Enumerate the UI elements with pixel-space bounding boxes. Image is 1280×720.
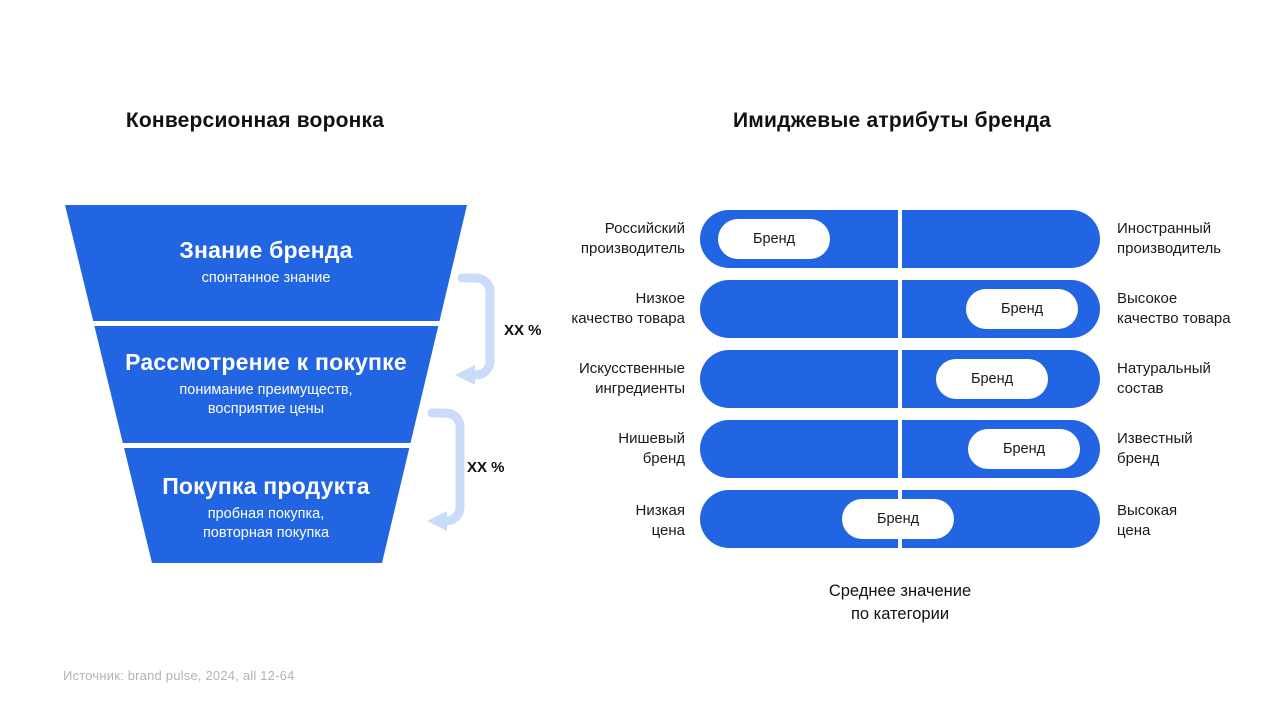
attribute-label-left: Искусственные ингредиенты: [578, 360, 685, 397]
conversion-rate-label-1: XX %: [504, 322, 542, 339]
brand-marker-pill: Бренд: [966, 289, 1078, 329]
attribute-label-left: Нишевый бренд: [618, 430, 685, 467]
bar-midpoint-divider: [898, 350, 902, 408]
attribute-label-left: Российский производитель: [580, 220, 685, 257]
attribute-bar-row: Бренд: [700, 420, 1100, 478]
attribute-bar-row: Бренд: [700, 490, 1100, 548]
funnel-section-title: Конверсионная воронка: [125, 109, 385, 132]
category-average-caption: Среднее значение по категории: [828, 582, 972, 623]
brand-marker-pill: Бренд: [968, 429, 1080, 469]
attribute-label-left: Низкая цена: [635, 502, 685, 539]
conversion-rate-label-2: XX %: [467, 459, 505, 476]
attribute-bar-row: Бренд: [700, 280, 1100, 338]
attribute-label-right: Высокая цена: [1117, 502, 1178, 539]
conversion-arrow-1-head-icon: [455, 365, 475, 385]
brand-marker-pill: Бренд: [842, 499, 954, 539]
funnel-stage-3-shape: [124, 448, 410, 563]
source-note: Источник: brand pulse, 2024, all 12-64: [63, 668, 295, 683]
attribute-label-right: Известный бренд: [1117, 430, 1193, 467]
funnel-stage-2-subtitle: понимание преимуществ, восприятие цены: [179, 382, 353, 417]
funnel-stage-1-title: Знание бренда: [179, 237, 353, 263]
funnel-stage-2-title: Рассмотрение к покупке: [125, 349, 407, 375]
funnel-stage-1-text: Знание бренда спонтанное знание: [116, 236, 416, 288]
attributes-section-title: Имиджевые атрибуты бренда: [732, 109, 1052, 132]
funnel-stage-3-subtitle: пробная покупка, повторная покупка: [202, 506, 330, 541]
brand-marker-pill: Бренд: [936, 359, 1048, 399]
attribute-label-right: Натуральный состав: [1117, 360, 1211, 397]
funnel-stage-3-title: Покупка продукта: [162, 473, 370, 499]
attribute-bar-row: Бренд: [700, 350, 1100, 408]
attribute-label-right: Высокое качество товара: [1117, 290, 1231, 327]
conversion-arrow-2-head-icon: [427, 511, 447, 531]
attribute-bars: Бренд Бренд Бренд Бренд Бренд: [700, 210, 1100, 560]
bar-midpoint-divider: [898, 280, 902, 338]
attribute-bar-row: Бренд: [700, 210, 1100, 268]
bar-midpoint-divider: [898, 210, 902, 268]
brand-marker-pill: Бренд: [718, 219, 830, 259]
bar-midpoint-divider: [898, 420, 902, 478]
attribute-label-right: Иностранный производитель: [1117, 220, 1222, 257]
funnel-stage-3-text: Покупка продукта пробная покупка, повтор…: [116, 472, 416, 543]
conversion-arrow-1: [457, 273, 495, 380]
conversion-arrow-2: [427, 408, 465, 526]
funnel-stage-2-text: Рассмотрение к покупке понимание преимущ…: [116, 348, 416, 419]
attribute-label-left: Низкое качество товара: [571, 290, 685, 327]
funnel-stage-1-shape: [65, 205, 467, 321]
funnel-stage-2-shape: [94, 326, 439, 443]
funnel-stage-1-subtitle: спонтанное знание: [201, 270, 331, 286]
